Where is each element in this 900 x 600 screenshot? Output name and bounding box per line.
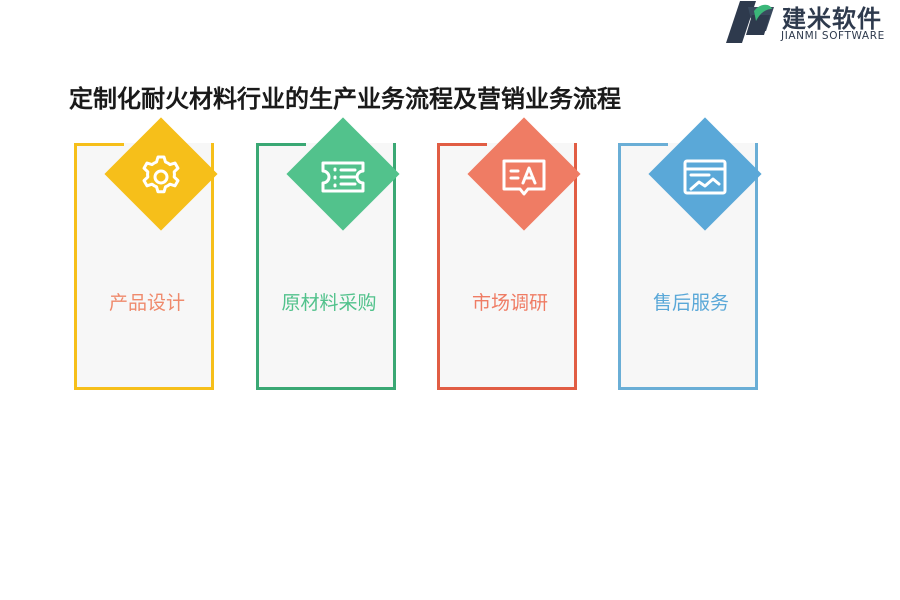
page-title: 定制化耐火材料行业的生产业务流程及营销业务流程 [69,85,621,113]
card-label: 原材料采购 [281,292,377,314]
card-label: 产品设计 [108,292,185,314]
brand-name-en: JIANMI SOFTWARE [781,30,885,42]
chat-text-icon [494,147,554,207]
card-top-edge [74,143,124,146]
gear-icon [131,147,191,207]
card-top-edge [256,143,306,146]
jianmi-logo-mark-icon [726,1,774,43]
brand-name-cn: 建米软件 [782,5,882,33]
card-label: 售后服务 [652,292,729,314]
process-card-product-design: 产品设计 [74,117,221,394]
ticket-list-icon [313,147,373,207]
card-top-edge [437,143,487,146]
process-card-market-research: 市场调研 [437,117,584,394]
process-card-raw-material-procurement: 原材料采购 [256,117,403,394]
card-top-edge [618,143,668,146]
card-label: 市场调研 [471,292,548,314]
browser-chart-icon [675,147,735,207]
process-card-after-sales-service: 售后服务 [618,117,765,394]
brand-logo: 建米软件 JIANMI SOFTWARE [726,0,900,46]
